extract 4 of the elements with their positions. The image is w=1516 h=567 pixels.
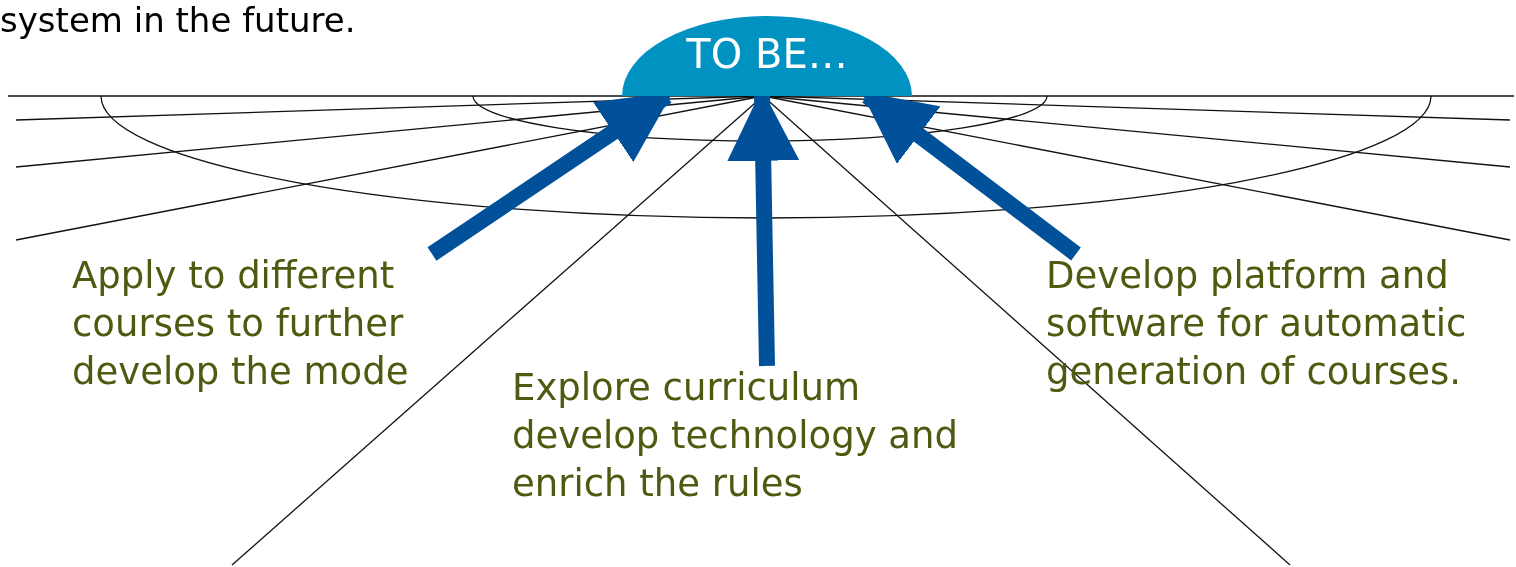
heading-text: system in the future. — [0, 0, 356, 40]
dome-label: TO BE… — [685, 30, 849, 78]
goal-text: Explore curriculum develop technology and enrich the rules — [512, 364, 1012, 508]
goal-text: Apply to different courses to further develop the mode — [72, 252, 462, 396]
